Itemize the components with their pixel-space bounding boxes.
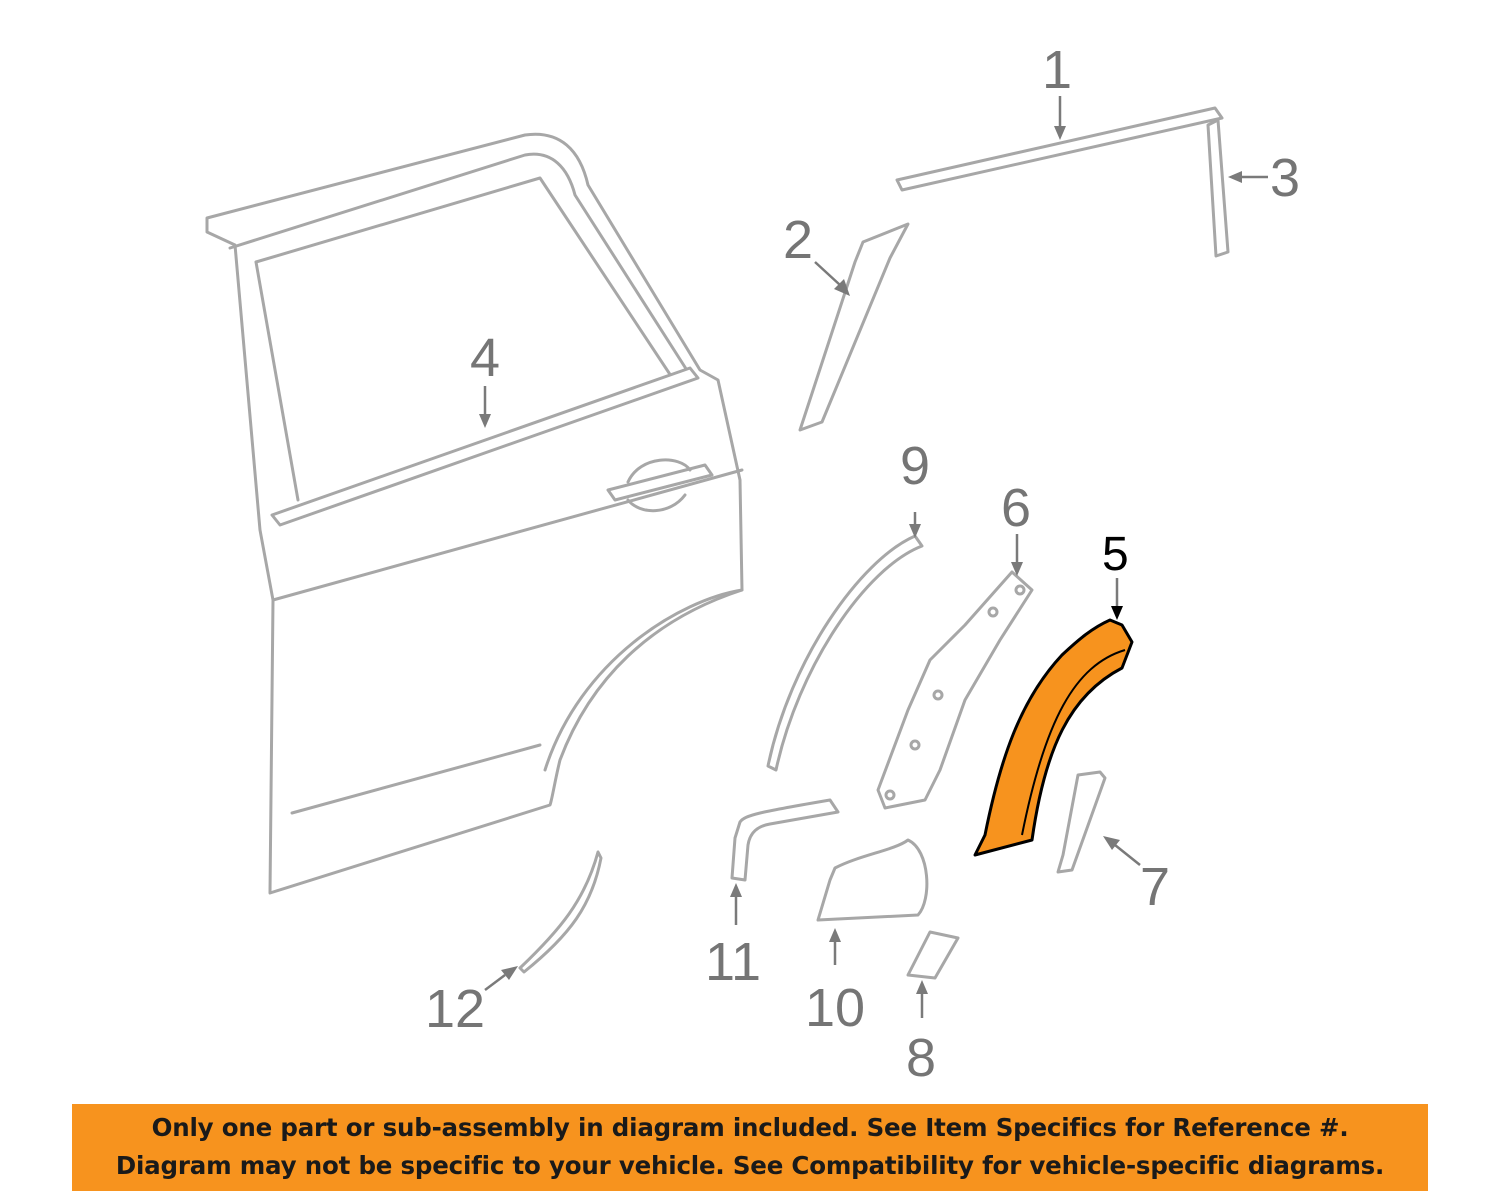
callout-11: 11 (705, 932, 761, 992)
callout-3: 3 (1270, 148, 1300, 208)
disclaimer-line-1: Only one part or sub-assembly in diagram… (151, 1113, 1349, 1142)
leader-lines (479, 96, 1268, 1018)
callout-numbers: 1 2 3 4 5 6 7 8 9 10 11 12 (425, 40, 1300, 1088)
callout-8: 8 (906, 1028, 936, 1088)
callout-2: 2 (783, 210, 813, 270)
part-9-weatherstrip (766, 534, 924, 772)
callout-1: 1 (1042, 40, 1072, 100)
part-11-molding (730, 798, 840, 882)
disclaimer-banner: Only one part or sub-assembly in diagram… (72, 1104, 1428, 1191)
part-5-arch-molding (973, 618, 1134, 857)
callout-7: 7 (1140, 857, 1170, 917)
callout-6: 6 (1001, 478, 1031, 538)
callout-12: 12 (425, 979, 485, 1039)
part-7-garnish (1056, 770, 1107, 874)
callout-4: 4 (470, 328, 500, 388)
callout-5: 5 (1102, 528, 1129, 581)
part-10-mudguard (816, 838, 929, 922)
rear-door (205, 132, 744, 895)
part-12-molding (518, 850, 603, 974)
part-2-garnish (798, 222, 910, 432)
callout-9: 9 (900, 436, 930, 496)
part-8-pad (906, 930, 960, 980)
callout-10: 10 (805, 978, 865, 1038)
part-1-molding (895, 106, 1224, 192)
disclaimer-line-2: Diagram may not be specific to your vehi… (115, 1151, 1385, 1180)
part-3-molding (1206, 118, 1230, 258)
